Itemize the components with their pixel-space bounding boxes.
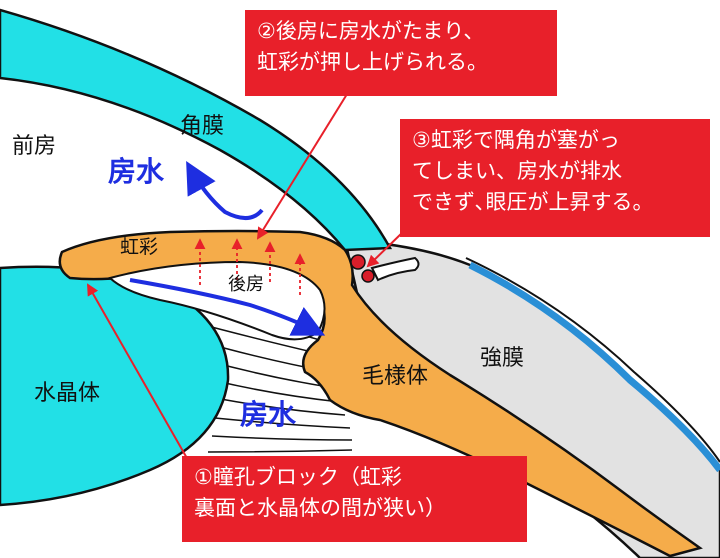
aqueous-label-upper: 房水 xyxy=(108,155,165,188)
sclera-label: 強膜 xyxy=(480,346,525,371)
callout-3-box: ③虹彩で隅角が塞がっ てしまい、房水が排水 できず､眼圧が上昇する。 xyxy=(400,119,710,237)
iris-label: 虹彩 xyxy=(120,236,159,258)
posterior-chamber-label: 後房 xyxy=(228,274,264,295)
callout-1-pointer xyxy=(87,283,189,461)
callout-2-line-1: ②後房に房水がたまり、 xyxy=(257,19,485,43)
callout-1-line-2: 裏面と水晶体の間が狭い） xyxy=(194,496,446,520)
pressure-arrows xyxy=(194,238,306,295)
callout-2-box: ②後房に房水がたまり、 虹彩が押し上げられる。 xyxy=(245,10,557,96)
cornea-label: 角膜 xyxy=(180,114,225,139)
ciliary-body-label: 毛様体 xyxy=(362,364,429,389)
cornea-shape xyxy=(0,8,393,252)
aqueous-flow-upper-arrow xyxy=(186,161,264,220)
angle-block-icon xyxy=(350,254,375,283)
callout-3-line-2: てしまい、房水が排水 xyxy=(412,159,622,183)
callout-3-line-1: ③虹彩で隅角が塞がっ xyxy=(412,128,620,152)
aqueous-flow-lower-arrow xyxy=(129,278,326,336)
callout-1-line-1: ①瞳孔ブロック（虹彩 xyxy=(194,465,402,489)
callout-2-pointer xyxy=(256,85,353,240)
sclera-outer-edge xyxy=(468,261,720,473)
callout-3-pointer xyxy=(366,229,406,268)
callout-1-box: ①瞳孔ブロック（虹彩 裏面と水晶体の間が狭い） xyxy=(182,456,527,542)
callout-2-line-2: 虹彩が押し上げられる。 xyxy=(257,50,488,74)
callout-3-line-3: できず､眼圧が上昇する。 xyxy=(412,190,654,214)
drainage-canal xyxy=(370,256,420,282)
lens-label: 水晶体 xyxy=(34,381,101,406)
anterior-chamber-label: 前房 xyxy=(12,134,57,159)
aqueous-label-lower: 房水 xyxy=(240,398,297,431)
